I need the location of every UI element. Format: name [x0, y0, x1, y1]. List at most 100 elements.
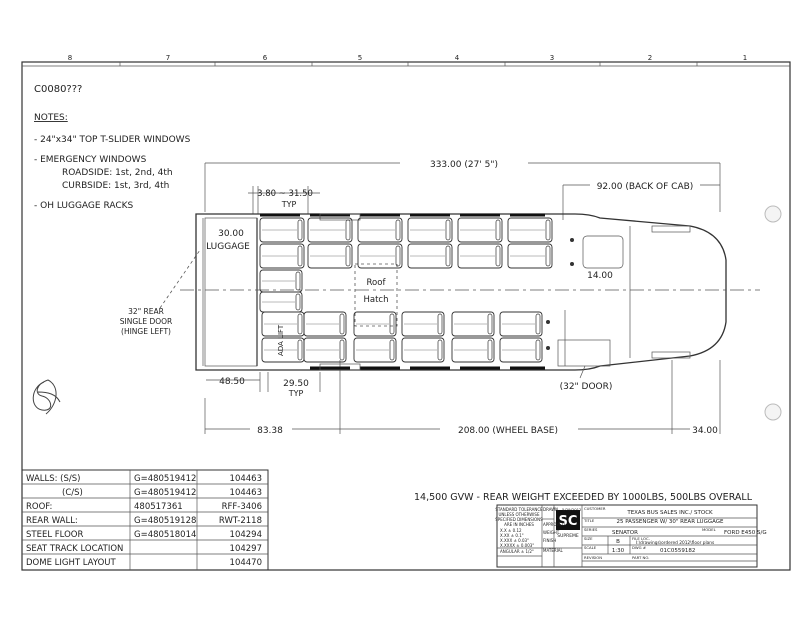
passenger-seat [303, 337, 347, 363]
rear-door-label: (HINGE LEFT) [121, 327, 171, 336]
passenger-seat [499, 337, 543, 363]
parts-row-number: RFF-3406 [222, 502, 262, 512]
zone-label: 6 [263, 54, 268, 62]
passenger-seat [499, 311, 543, 337]
passenger-seat [353, 311, 397, 337]
passenger-seat [357, 217, 403, 243]
model-value: FORD E450 S/G [724, 530, 767, 536]
passenger-seat [457, 217, 503, 243]
passenger-seat [307, 217, 353, 243]
dim-14: 14.00 [587, 271, 613, 281]
title-block [496, 504, 758, 568]
passenger-seat [451, 337, 495, 363]
scale-value: 1:30 [612, 548, 625, 554]
seat-rows [259, 217, 553, 363]
parts-row-code: G=480519412 [134, 488, 196, 498]
parts-row-number: 104294 [230, 530, 262, 540]
zone-label: 8 [68, 54, 72, 62]
small-label: FINISH [543, 538, 556, 543]
parts-row-label: STEEL FLOOR [26, 530, 83, 540]
supreme-logo [556, 510, 580, 530]
note-line: - EMERGENCY WINDOWS [34, 155, 147, 165]
zone-label: 4 [455, 54, 460, 62]
part-label: PART NO. [632, 555, 649, 560]
dim-wheel-base: 208.00 (WHEEL BASE) [458, 426, 558, 436]
dim-4850: 48.50 [219, 377, 245, 387]
parts-row-number: 104463 [230, 488, 262, 498]
tolerance-row: X.XXXX ± 0.003" [500, 543, 534, 548]
handwritten-mark [32, 379, 61, 415]
rear-door-label: SINGLE DOOR [120, 317, 173, 326]
supreme-logo-text: SC [559, 514, 578, 529]
dwg-value: 01C0559182 [660, 548, 695, 554]
parts-row-code: 480517361 [134, 502, 183, 512]
passenger-seat [259, 243, 305, 269]
dim-seat-pitch: 3.80 ~ 31.50 [257, 189, 313, 199]
bus-body [180, 213, 760, 371]
binder-hole [764, 205, 782, 223]
tolerance-notes: STANDARD TOLERANCE UNLESS OTHERWISE SPEC… [495, 507, 582, 554]
model-label: MODEL [702, 527, 717, 532]
passenger-seat [451, 311, 495, 337]
zone-label: 1 [743, 54, 747, 62]
note-line: - 24"x34" TOP T-SLIDER WINDOWS [34, 135, 191, 145]
zone-label: 2 [648, 54, 652, 62]
note-line: - OH LUGGAGE RACKS [34, 201, 134, 211]
tolerance-line: UNLESS OTHERWISE [499, 512, 540, 517]
passenger-seat [401, 311, 445, 337]
scale-label: SCALE [584, 545, 597, 550]
front-door-callout: (32" DOOR) [560, 365, 613, 392]
roof-hatch-label: Roof [367, 278, 387, 288]
parts-row-code: G=480518014 [134, 530, 196, 540]
passenger-seat [303, 311, 347, 337]
small-label: APPROVED [543, 522, 565, 527]
dwg-label: DWG # [632, 545, 646, 550]
parts-row-code: G=480519412 [134, 474, 196, 484]
front-door-label: (32" DOOR) [560, 382, 613, 392]
small-label: MATERIAL [543, 548, 564, 553]
parts-row-number: RWT-2118 [219, 516, 262, 526]
tolerance-line: SPECIFIED DIMENSIONS [495, 517, 543, 522]
title-value: 25 PASSENGER W/ 30" REAR LUGGAGE [616, 519, 724, 525]
small-label: DRAWN [543, 507, 558, 512]
parts-row-label: ROOF: [26, 502, 52, 512]
dim-typ-top: TYP [281, 200, 297, 209]
passenger-seat [357, 243, 403, 269]
title-block-fields: CUSTOMER TEXAS BUS SALES INC./ STOCK TIT… [583, 506, 767, 560]
roof-hatch-label: Hatch [364, 295, 389, 305]
file-value: I:\drawings\ordered 2012\floor plans [636, 540, 715, 546]
parts-row-label: WALLS: (S/S) [26, 474, 80, 484]
passenger-seat [401, 337, 445, 363]
series-value: SENATOR [612, 530, 638, 536]
lift-label: ADA LIFT [277, 324, 285, 356]
rear-door-label: 32" REAR [128, 307, 164, 316]
parts-row-label: REAR WALL: [26, 516, 78, 526]
parts-row-number: 104463 [230, 474, 262, 484]
note-line: CURBSIDE: 1st, 3rd, 4th [62, 181, 169, 191]
zone-label: 3 [550, 54, 554, 62]
notes-heading: NOTES: [34, 113, 68, 123]
passenger-seat [259, 291, 303, 313]
size-value: B [616, 539, 620, 545]
small-label: WEIGHT [543, 530, 560, 535]
title-label: TITLE [583, 518, 595, 523]
parts-row-label: SEAT TRACK LOCATION [26, 544, 123, 554]
revision-label: REVISION [584, 555, 602, 560]
luggage-value: 30.00 [218, 229, 244, 239]
passenger-seat [507, 243, 553, 269]
drawing-id: C0080??? [34, 84, 82, 95]
notes-block: NOTES: - 24"x34" TOP T-SLIDER WINDOWS - … [34, 113, 191, 211]
tolerance-row: X.X ± 0.12 [500, 528, 522, 533]
parts-row-code: G=480519128 [134, 516, 196, 526]
customer-label: CUSTOMER [584, 506, 606, 511]
dim-2950: 29.50 [283, 379, 309, 389]
dim-overall: 333.00 (27' 5") [430, 160, 498, 170]
zone-numbers: 8 7 6 5 4 3 2 1 [68, 54, 747, 66]
draw-date: 5/29/2012 [562, 507, 582, 512]
parts-row-number: 104297 [230, 544, 262, 554]
passenger-seat [353, 337, 397, 363]
tolerance-line: STANDARD TOLERANCE [495, 507, 543, 512]
dim-3400: 34.00 [692, 426, 718, 436]
size-label: SIZE [584, 536, 593, 541]
